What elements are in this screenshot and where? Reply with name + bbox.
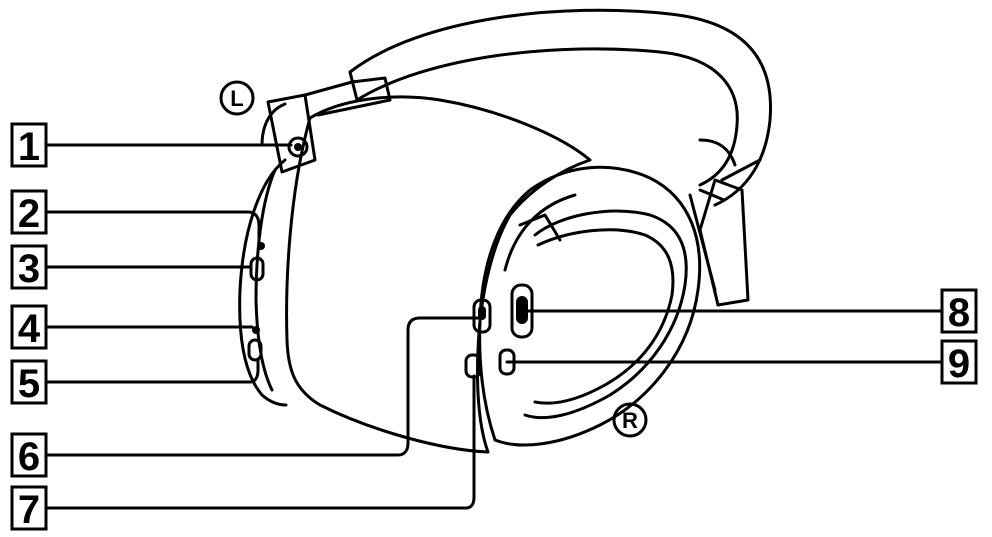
left-side-marker — [219, 80, 255, 116]
left-controls — [247, 136, 309, 362]
callout-number: 6 — [18, 435, 40, 479]
callouts: 1 2 3 4 5 6 7 8 — [10, 122, 978, 532]
callout-number: 3 — [18, 247, 40, 291]
indicator-light-icon — [257, 242, 265, 250]
callout-4: 4 — [10, 304, 48, 351]
callout-3: 3 — [10, 244, 48, 291]
callout-number: 8 — [948, 291, 970, 335]
right-side-marker — [612, 402, 648, 438]
callout-number: 7 — [18, 488, 40, 532]
callout-7: 7 — [10, 485, 48, 532]
callout-8: 8 — [940, 288, 978, 335]
nfc-mark-icon — [287, 136, 309, 158]
left-side-label: L — [230, 86, 243, 111]
right-hinge — [688, 178, 750, 307]
callout-2: 2 — [10, 189, 48, 236]
callout-1: 1 — [10, 122, 48, 169]
custom-button-icon — [247, 338, 263, 362]
microphone-icon — [252, 326, 260, 334]
power-button-icon — [249, 256, 265, 282]
leader-lines — [41, 143, 944, 510]
right-touch-panel — [523, 209, 688, 420]
callout-number: 5 — [18, 362, 40, 406]
callout-9: 9 — [940, 339, 978, 386]
callout-number: 9 — [948, 342, 970, 386]
callout-5: 5 — [10, 359, 48, 406]
right-earcup — [478, 165, 702, 447]
left-earcup — [238, 158, 288, 407]
callout-number: 4 — [18, 307, 41, 351]
callout-number: 2 — [18, 192, 40, 236]
left-ear-pad — [285, 95, 592, 454]
callout-number: 1 — [18, 125, 40, 169]
headband — [348, 8, 773, 207]
left-hinge — [260, 76, 392, 174]
right-side-label: R — [622, 408, 638, 433]
callout-6: 6 — [10, 432, 48, 479]
side-markers: L R — [219, 80, 648, 438]
volume-switch-icon — [472, 298, 492, 334]
